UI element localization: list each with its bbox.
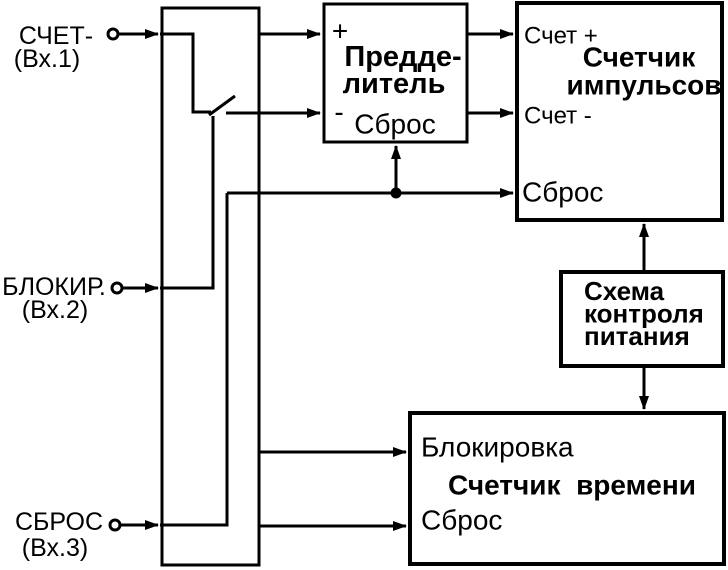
input2-sublabel: (Вх.2) bbox=[22, 296, 88, 324]
pulse-counter-reset-label: Сброс bbox=[522, 177, 603, 208]
count-plus-label: Счет + bbox=[524, 23, 598, 50]
input2-label: БЛОКИР. bbox=[2, 273, 106, 301]
input3-terminal-icon bbox=[108, 518, 122, 532]
pulse-counter-title-line2: импульсов bbox=[567, 70, 722, 101]
input1-label: СЧЕТ- bbox=[19, 22, 93, 50]
input3-wire bbox=[160, 193, 229, 527]
power-monitor-line2: контроля bbox=[584, 299, 704, 329]
input3-label: СБРОС bbox=[15, 508, 103, 536]
switch-blade bbox=[208, 94, 236, 117]
prescaler-minus-label: - bbox=[334, 97, 343, 128]
count-minus-label: Счет - bbox=[524, 103, 592, 130]
prescaler-title-line1: Предде- bbox=[344, 41, 461, 73]
prescaler-reset-label: Сброс bbox=[354, 109, 435, 140]
time-counter-blocking-label: Блокировка bbox=[421, 432, 574, 463]
input1-sublabel: (Вх.1) bbox=[14, 45, 80, 73]
time-counter-block bbox=[408, 411, 726, 566]
prescaler-title-line2: литель bbox=[343, 68, 446, 100]
input1-wire bbox=[160, 32, 211, 114]
input2-wire bbox=[160, 116, 215, 290]
input2-terminal-icon bbox=[110, 281, 124, 295]
pulse-counter-block bbox=[515, 1, 724, 222]
time-counter-reset-label: Сброс bbox=[421, 505, 502, 536]
power-monitor-line1: Схема bbox=[584, 276, 665, 306]
pulse-counter-title-line1: Счетчик bbox=[583, 42, 696, 73]
input1-terminal-icon bbox=[106, 27, 120, 41]
power-monitor-line3: питания bbox=[584, 321, 690, 351]
prescaler-plus-label: + bbox=[332, 16, 348, 47]
power-monitor-block bbox=[559, 270, 725, 368]
input3-sublabel: (Вх.3) bbox=[22, 534, 88, 562]
prescaler-block bbox=[322, 2, 469, 144]
time-counter-title: Счетчик времени bbox=[448, 470, 696, 501]
